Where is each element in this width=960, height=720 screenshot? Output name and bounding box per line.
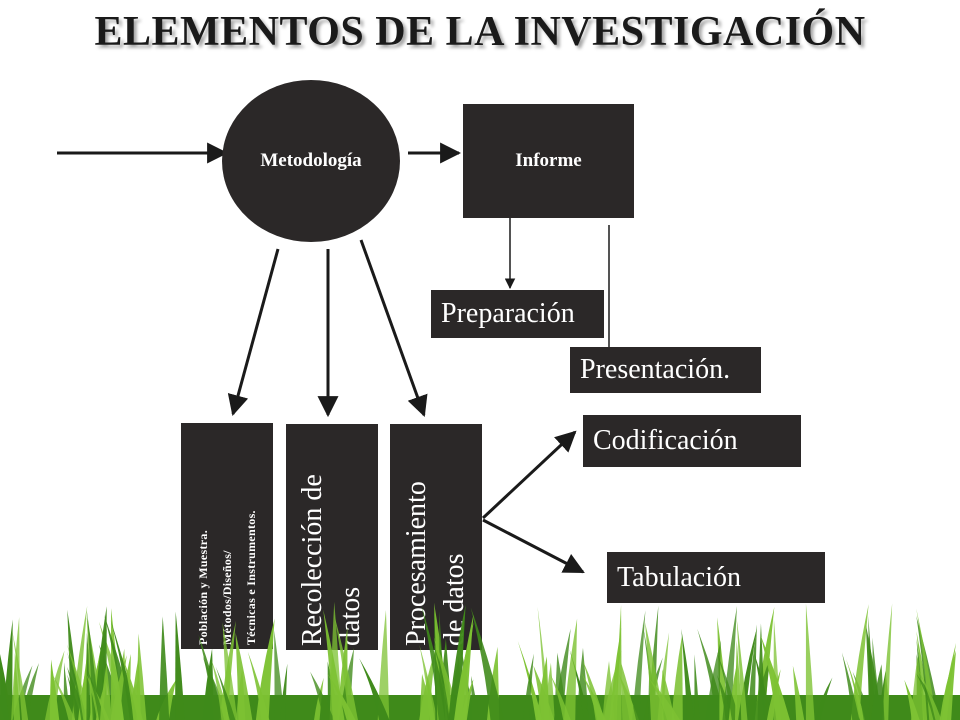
presentacion-label: Presentación. [580,354,731,385]
arrow-to-procesamiento [359,239,428,417]
page-title: ELEMENTOS DE LA INVESTIGACIÓN [94,9,866,55]
informe-label: Informe [515,150,582,171]
arrow-to-tabulacion [482,518,585,574]
metodologia-node: Metodología [222,80,400,242]
informe-node: Informe [463,104,634,218]
procesamiento-node: Procesamiento de datos [390,424,482,650]
arrow-to-codificacion [481,430,577,520]
preparacion-node: Preparación [431,290,604,338]
metodologia-label: Metodología [260,150,362,171]
codificacion-node: Codificación [583,415,801,467]
poblacion-node: Población y Muestra. Métodos/Diseños/ Té… [181,423,273,649]
tabulacion-label: Tabulación [617,561,741,593]
codificacion-label: Codificación [593,425,738,456]
recoleccion-node: Recolección de datos [286,424,378,650]
preparacion-label: Preparación [441,298,575,329]
arrow-to-poblacion [227,248,280,417]
grass-decoration [0,601,960,720]
tabulacion-node: Tabulación [607,552,825,603]
presentacion-node: Presentación. [570,347,761,393]
